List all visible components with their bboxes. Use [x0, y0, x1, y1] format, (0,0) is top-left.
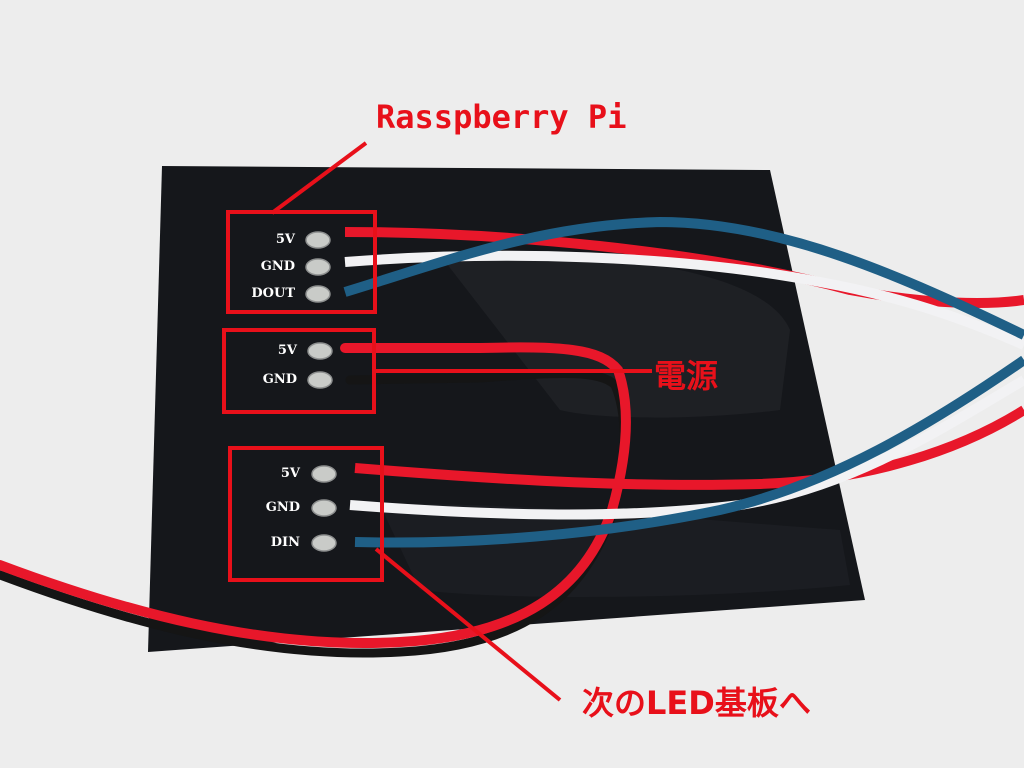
label-bottom-5v: 5V: [280, 466, 300, 481]
callout-power: 電源: [654, 357, 719, 395]
label-bottom-din: DIN: [270, 535, 300, 550]
wire-red-bottom: [354, 405, 1024, 490]
leader-line-bottom: [374, 547, 562, 702]
label-middle-gnd: GND: [262, 372, 297, 387]
label-top-dout: DOUT: [251, 286, 295, 301]
wire-blue-bottom: [354, 355, 1024, 548]
label-middle-5v: 5V: [277, 343, 297, 358]
callout-raspberry-pi: Rasspberry Pi: [376, 98, 627, 136]
board-glue-sheen-2: [380, 504, 850, 597]
label-bottom-gnd: GND: [265, 500, 300, 515]
wire-red-power: [0, 342, 631, 649]
label-top-5v: 5V: [275, 232, 295, 247]
solder-pads: [305, 231, 337, 552]
label-top-gnd: GND: [260, 259, 295, 274]
board-glue-sheen: [440, 253, 790, 418]
leader-line-top: [270, 141, 368, 215]
wire-blue-top: [343, 216, 1024, 340]
callout-next-led-board: 次のLED基板へ: [582, 684, 811, 722]
highlight-box-top: [226, 210, 377, 314]
highlight-box-bottom: [228, 446, 384, 582]
